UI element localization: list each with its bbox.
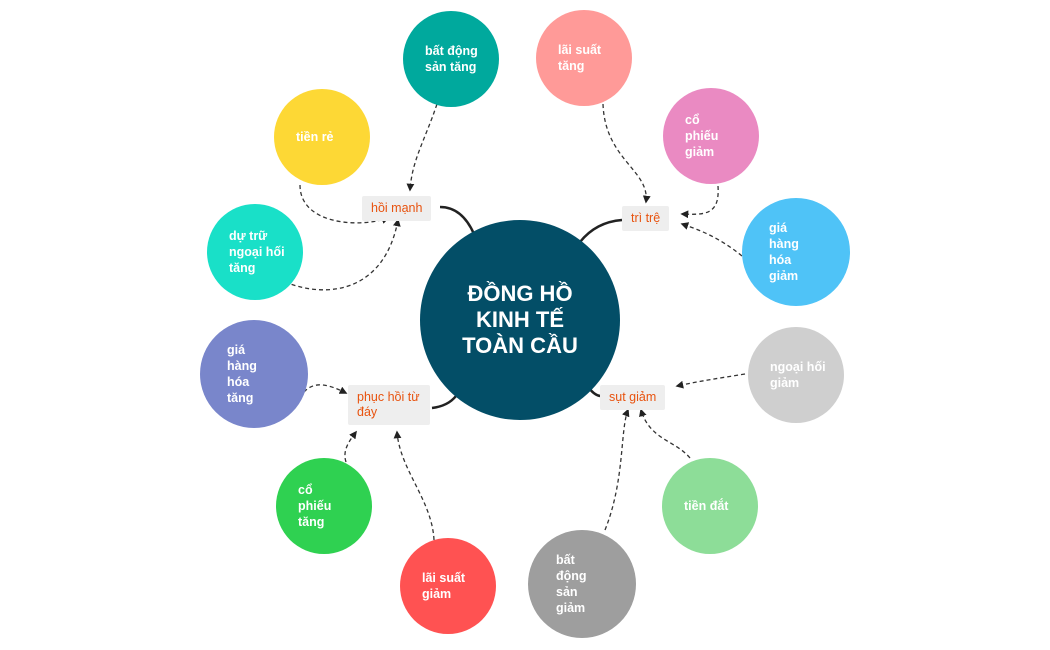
node-label: lãi suất giảm [422,571,466,601]
node-du-tru-ngoai-hoi-tang: dự trữ ngoại hối tăng [207,204,303,300]
arrow-lai-suat-giam [393,430,435,541]
node-lai-suat-tang: lãi suất tăng [536,10,632,106]
connector-tri-tre [579,218,623,243]
node-label: giá hàng hóa tăng [227,343,257,405]
node-label: giá hàng hóa giảm [769,221,799,283]
arrow-co-phieu-tang [344,430,357,463]
arrow-tien-re [299,184,390,224]
node-label: cổ phiếu tăng [298,483,332,529]
node-lai-suat-giam: lãi suất giảm [400,538,496,634]
phase-tri-tre: trì trệ [622,206,670,231]
node-gia-hang-hoa-giam: giá hàng hóa giảm [742,198,850,306]
phase-sut-giam-label: sụt giảm [609,390,657,404]
phase-hoi-manh-label: hồi mạnh [371,201,423,215]
node-bat-dong-san-tang: bất động sản tăng [403,11,499,107]
central-topic-label: ĐỒNG HỒ KINH TẾ TOÀN CẦU [462,281,578,358]
node-label: lãi suất tăng [558,43,602,73]
phase-phuc-hoi: phục hồi từ đáy [348,385,430,425]
arrow-gia-hang-giam [680,222,743,257]
node-tien-re: tiền rẻ [274,89,370,185]
arrow-tien-dat [639,408,691,459]
connector-hoi-manh [439,205,476,235]
node-label: bất động sản tăng [425,44,478,74]
arrow-bds-giam [604,408,630,531]
node-label: tiền đắt [684,499,729,513]
node-bat-dong-san-giam: bất động sản giảm [528,530,636,638]
node-label: dự trữ ngoại hối tăng [229,229,285,275]
node-gia-hang-hoa-tang: giá hàng hóa tăng [200,320,308,428]
arrow-bds-tang [406,103,438,192]
arrow-gia-hang-tang [303,384,348,394]
phase-hoi-manh: hồi mạnh [362,196,432,221]
node-co-phieu-tang: cổ phiếu tăng [276,458,372,554]
central-topic: ĐỒNG HỒ KINH TẾ TOÀN CẦU [420,220,620,420]
phase-sut-giam: sụt giảm [600,385,666,410]
arrow-du-tru [284,218,401,291]
arrow-ngoai-hoi-giam [675,373,746,389]
node-label: bất động sản giảm [556,553,587,615]
phase-phuc-hoi-label: phục hồi từ đáy [357,390,420,419]
phase-tri-tre-label: trì trệ [631,211,661,225]
arrow-lai-suat-tang [602,103,651,204]
node-label: tiền rẻ [296,130,334,144]
connector-phuc-hoi [431,395,457,410]
node-co-phieu-giam: cổ phiếu giảm [663,88,759,184]
node-label: cổ phiếu giảm [685,113,719,159]
node-ngoai-hoi-giam: ngoại hối giảm [748,327,844,423]
arrow-co-phieu-giam [680,185,719,219]
node-label: ngoại hối giảm [770,360,826,390]
node-tien-dat: tiền đắt [662,458,758,554]
